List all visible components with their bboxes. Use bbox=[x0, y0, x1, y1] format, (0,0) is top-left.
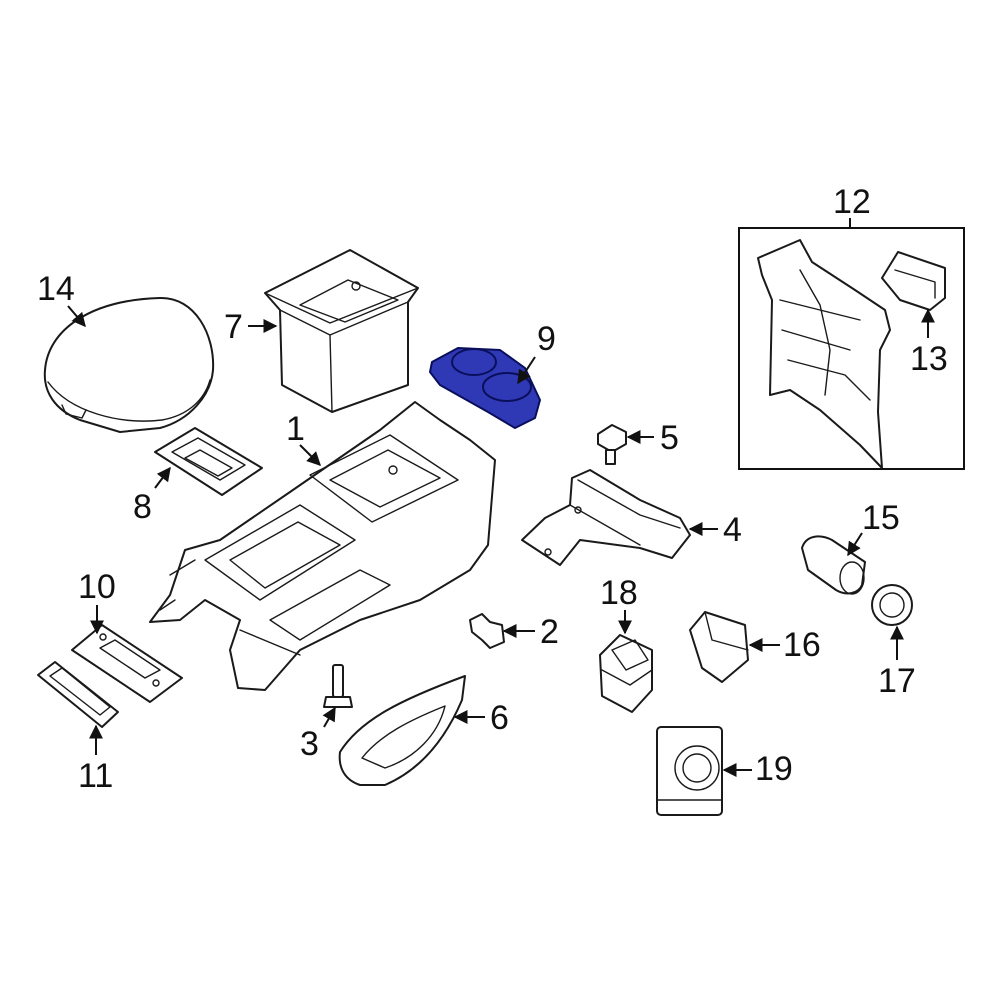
part-12-panel[interactable] bbox=[757, 239, 891, 469]
callout-19: 19 bbox=[755, 750, 793, 788]
callout-1: 1 bbox=[286, 410, 305, 448]
cup-holder-ring-1 bbox=[451, 348, 497, 376]
part-1-console-body[interactable] bbox=[149, 401, 496, 691]
callout-15: 15 bbox=[862, 499, 900, 537]
callout-7: 7 bbox=[224, 308, 243, 346]
part-4-bracket[interactable] bbox=[521, 469, 691, 566]
callout-12: 12 bbox=[833, 183, 871, 221]
part-9-cup-holder[interactable] bbox=[429, 347, 541, 429]
part-18-switch[interactable] bbox=[599, 634, 653, 713]
callout-5: 5 bbox=[660, 419, 679, 457]
callout-11: 11 bbox=[78, 757, 113, 795]
callout-6: 6 bbox=[490, 699, 509, 737]
callout-18: 18 bbox=[600, 574, 638, 612]
callout-8: 8 bbox=[133, 488, 152, 526]
part-7-storage-bin[interactable] bbox=[264, 249, 419, 413]
callout-16: 16 bbox=[783, 626, 821, 664]
callout-3: 3 bbox=[300, 725, 319, 763]
callout-13: 13 bbox=[910, 340, 948, 378]
part-11-bezel-strip[interactable] bbox=[37, 661, 119, 728]
part-2-clip[interactable] bbox=[469, 613, 505, 649]
part-14-armrest-lid[interactable] bbox=[43, 296, 215, 433]
part-6-side-trim[interactable] bbox=[338, 675, 466, 786]
part-8-tray[interactable] bbox=[154, 427, 263, 496]
part-17-socket[interactable] bbox=[871, 584, 913, 626]
callout-9: 9 bbox=[537, 320, 556, 358]
part-15-power-outlet[interactable] bbox=[801, 535, 866, 595]
part-19-control-knob[interactable] bbox=[656, 726, 723, 816]
callout-4: 4 bbox=[723, 511, 742, 549]
callout-10: 10 bbox=[78, 568, 116, 606]
callout-17: 17 bbox=[878, 662, 916, 700]
cup-holder-ring-2 bbox=[482, 372, 532, 402]
part-13-small-bracket[interactable] bbox=[881, 251, 946, 311]
part-12-group-box bbox=[738, 227, 965, 470]
part-16-module[interactable] bbox=[689, 611, 749, 683]
callout-14: 14 bbox=[37, 270, 75, 308]
part-3-bolt[interactable] bbox=[323, 664, 353, 708]
part-5-screw[interactable] bbox=[597, 424, 627, 465]
callout-2: 2 bbox=[540, 613, 559, 651]
